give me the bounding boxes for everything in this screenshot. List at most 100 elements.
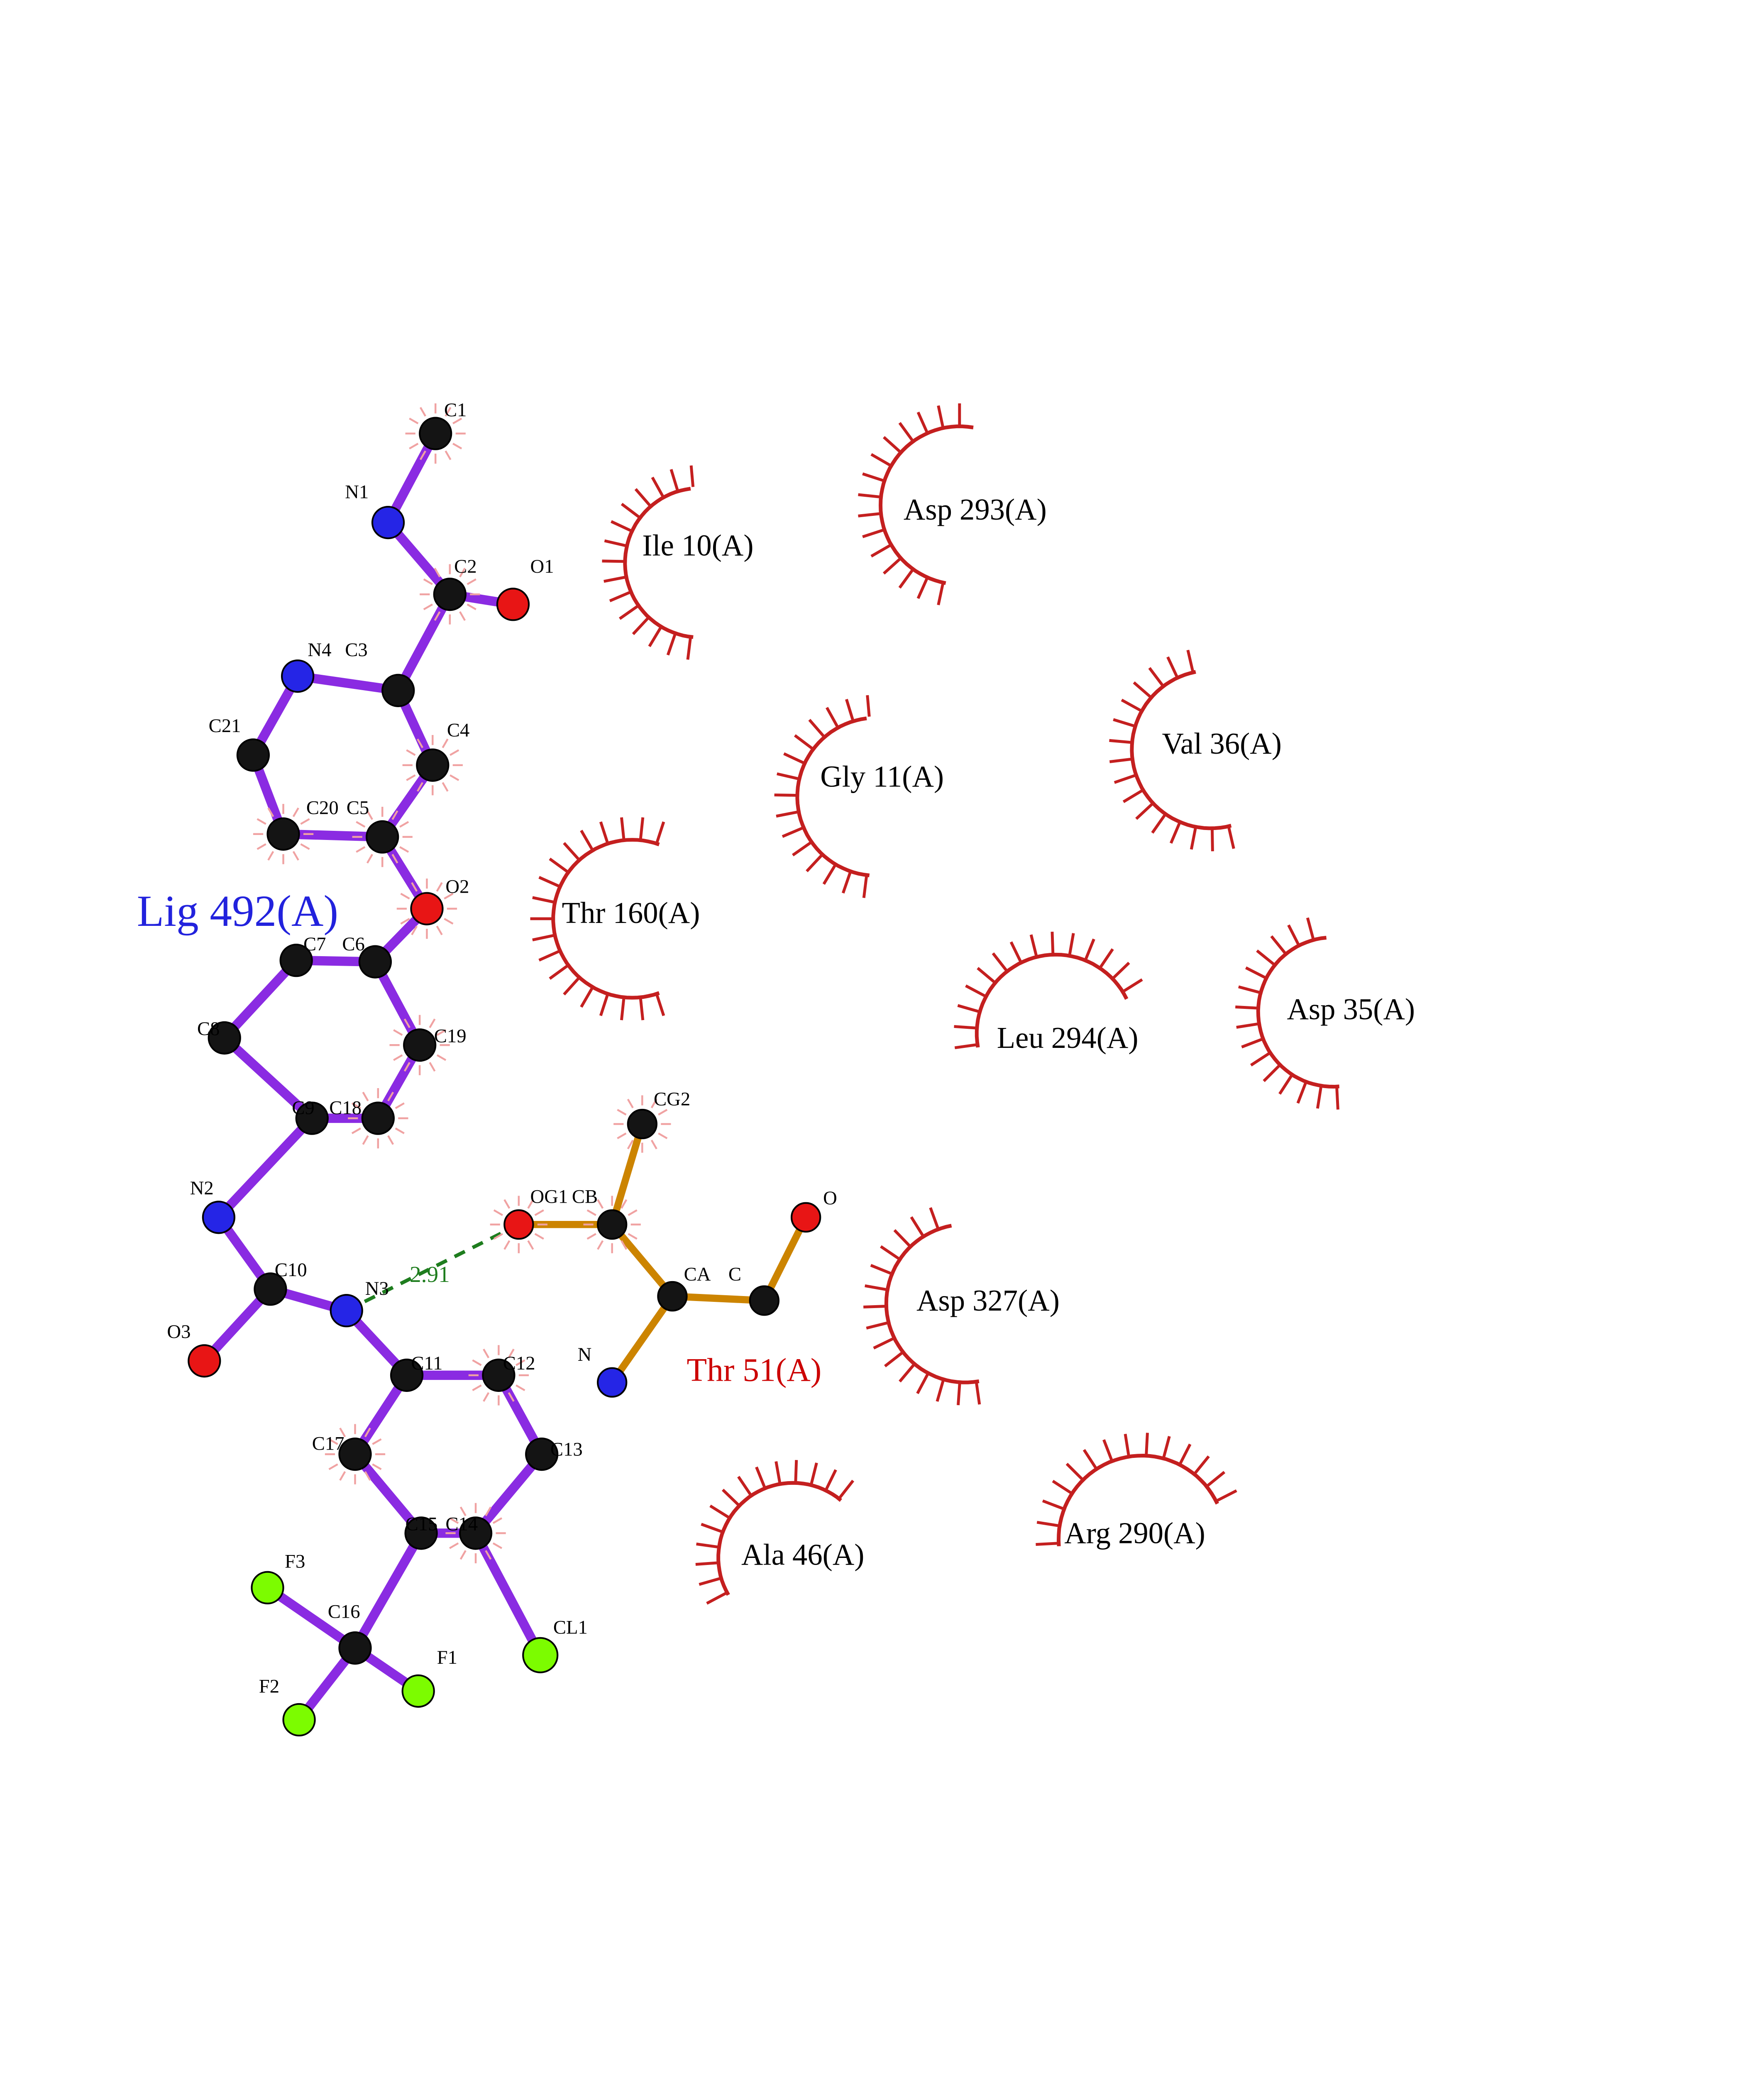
contact-eyelash — [1151, 814, 1166, 834]
contact-halo-tick — [597, 1199, 604, 1209]
contact-halo-tick — [508, 1348, 515, 1359]
contact-halo-tick — [483, 1348, 490, 1359]
ligand-atom-label-O3: O3 — [167, 1321, 191, 1343]
residue-asp-35-a: Asp 35(A) — [1235, 917, 1415, 1110]
contact-eyelash — [639, 817, 645, 839]
ligand-atom-C4 — [416, 748, 450, 782]
contact-halo-tick — [419, 407, 426, 417]
contact-eyelash — [1121, 698, 1141, 712]
ligand-bond-C8-C9 — [220, 1033, 317, 1123]
ligand-bond-C2-C3 — [393, 589, 455, 696]
contact-eyelash — [1036, 1542, 1058, 1546]
contact-eyelash — [620, 817, 625, 839]
contact-eyelash — [1245, 966, 1266, 979]
thr51-atom-label-OG1: OG1 — [530, 1186, 568, 1208]
contact-halo-tick — [362, 1091, 369, 1101]
contact-eyelash — [1114, 774, 1136, 784]
contact-halo-tick — [328, 1438, 338, 1445]
contact-eyelash — [862, 472, 884, 482]
ligand-atom-N3 — [330, 1294, 363, 1328]
contact-eyelash — [580, 830, 594, 850]
contact-eyelash — [838, 1479, 855, 1499]
contact-halo-tick — [445, 450, 452, 460]
contact-arc — [1256, 936, 1339, 1089]
contact-halo-tick — [372, 1463, 382, 1470]
contact-halo-tick — [400, 893, 410, 900]
contact-eyelash — [977, 967, 995, 983]
contact-halo-tick — [516, 1359, 525, 1366]
ligand-atom-C12 — [482, 1358, 516, 1392]
ligand-atom-CL1 — [522, 1637, 559, 1673]
contact-eyelash — [884, 1352, 903, 1367]
contact-eyelash — [929, 1207, 939, 1229]
contact-eyelash — [1241, 1038, 1263, 1049]
contact-eyelash — [689, 465, 695, 487]
contact-halo-tick — [450, 749, 459, 756]
contact-halo-tick — [493, 1209, 503, 1216]
contact-eyelash — [858, 512, 880, 518]
thr51-atom-label-O: O — [823, 1187, 837, 1209]
ligand-atom-label-C3: C3 — [345, 639, 367, 661]
ligand-atom-C9 — [295, 1101, 329, 1135]
contact-eyelash — [782, 827, 803, 838]
contact-halo-tick — [429, 1062, 436, 1072]
contact-eyelash — [538, 876, 559, 888]
contact-eyelash — [825, 1469, 837, 1490]
contact-halo-tick — [483, 1392, 490, 1402]
contact-halo-tick — [419, 450, 426, 460]
contact-eyelash — [1227, 827, 1235, 849]
contact-eyelash — [1316, 1087, 1322, 1109]
ligand-atom-label-C1: C1 — [444, 399, 467, 421]
contact-halo-tick — [467, 578, 476, 585]
contact-halo-tick — [467, 603, 476, 610]
contact-halo-tick — [617, 1108, 627, 1116]
contact-eyelash — [755, 1466, 766, 1488]
contact-halo-tick — [292, 851, 299, 861]
thr51-atom-CB — [597, 1209, 628, 1240]
contact-halo-tick — [364, 1428, 371, 1438]
contact-eyelash — [1238, 985, 1260, 994]
ligand-atom-label-C10: C10 — [275, 1259, 307, 1281]
contact-eyelash — [1296, 1082, 1307, 1104]
ligand-atom-label-C18: C18 — [329, 1097, 362, 1118]
contact-halo-tick — [257, 818, 266, 825]
contact-halo-tick — [409, 442, 419, 449]
contact-eyelash — [686, 638, 692, 660]
ligand-atom-label-C11: C11 — [411, 1352, 442, 1374]
contact-eyelash — [655, 821, 665, 843]
contact-halo-tick — [395, 1102, 405, 1109]
thr51-atom-O — [791, 1202, 821, 1233]
contact-eyelash — [866, 695, 871, 717]
contact-halo-tick — [403, 1062, 410, 1072]
contact-eyelash — [1250, 1052, 1270, 1067]
thr51-atom-CA — [657, 1281, 688, 1312]
contact-eyelash — [563, 977, 580, 996]
contact-halo-tick — [503, 1199, 511, 1209]
ligand-bond-C16-F3 — [263, 1583, 360, 1653]
contact-eyelash — [865, 1284, 887, 1291]
bonds-layer — [200, 429, 810, 1725]
contact-halo-tick — [449, 1517, 459, 1524]
contact-halo-tick — [300, 843, 310, 850]
contact-halo-tick — [459, 1506, 467, 1516]
contact-eyelash — [794, 734, 813, 749]
residue-label: Gly 11(A) — [820, 760, 944, 793]
contact-eyelash — [1235, 1005, 1257, 1010]
thr51-bond-CA-C — [669, 1292, 768, 1304]
contact-eyelash — [1263, 1064, 1280, 1082]
thr51-bond-CB-CA — [608, 1221, 676, 1300]
contact-halo-tick — [351, 1127, 362, 1134]
contact-arc — [879, 424, 974, 585]
contact-halo-tick — [472, 1384, 482, 1391]
ligand-atom-C1 — [419, 417, 452, 450]
contact-eyelash — [898, 422, 914, 441]
ligand-atom-C8 — [208, 1021, 241, 1055]
contact-halo-tick — [417, 738, 424, 748]
contact-eyelash — [532, 896, 554, 903]
contact-eyelash — [965, 984, 986, 997]
contact-arc — [551, 838, 660, 1000]
residue-asp-327-a: Asp 327(A) — [863, 1207, 1060, 1406]
ligand-atom-label-C13: C13 — [550, 1439, 583, 1460]
residue-ile-10-a: Ile 10(A) — [602, 465, 754, 660]
contact-eyelash — [1052, 1479, 1072, 1494]
